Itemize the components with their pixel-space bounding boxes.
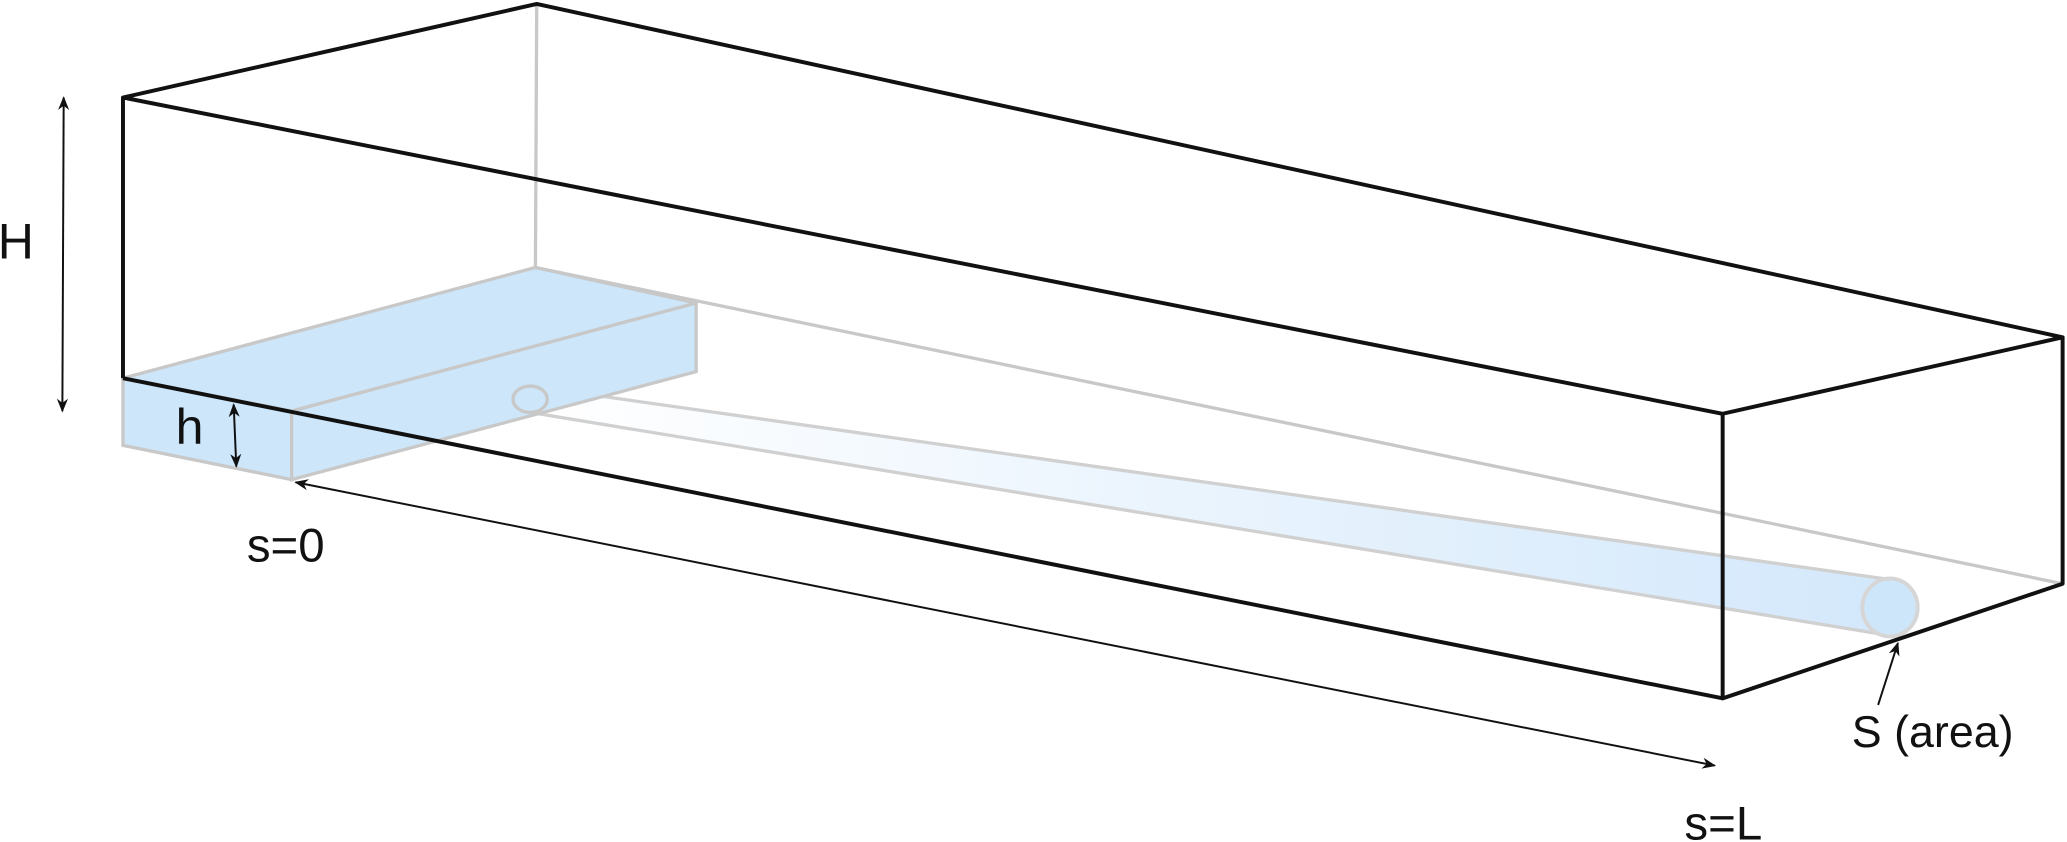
reservoir-side-face (289, 300, 698, 482)
pipe-inlet (511, 384, 549, 415)
S-area-label: S (area) (1852, 707, 2014, 757)
h-dimension-arrow (228, 403, 242, 468)
area-pointer-arrow (1877, 641, 1900, 706)
back-bottom-edge (535, 265, 2063, 586)
H-label: H (0, 213, 34, 269)
s-length-arrow (294, 479, 1717, 769)
back-vertical-edge (533, 3, 539, 268)
sL-label: s=L (1684, 797, 1762, 842)
pipe-top-edge (529, 384, 1892, 582)
s0-label: s=0 (247, 519, 325, 572)
h-label: h (176, 399, 204, 455)
pipe-bottom-edge (529, 410, 1888, 637)
H-dimension-arrow (56, 96, 70, 413)
pipe-outlet (1860, 576, 1920, 639)
